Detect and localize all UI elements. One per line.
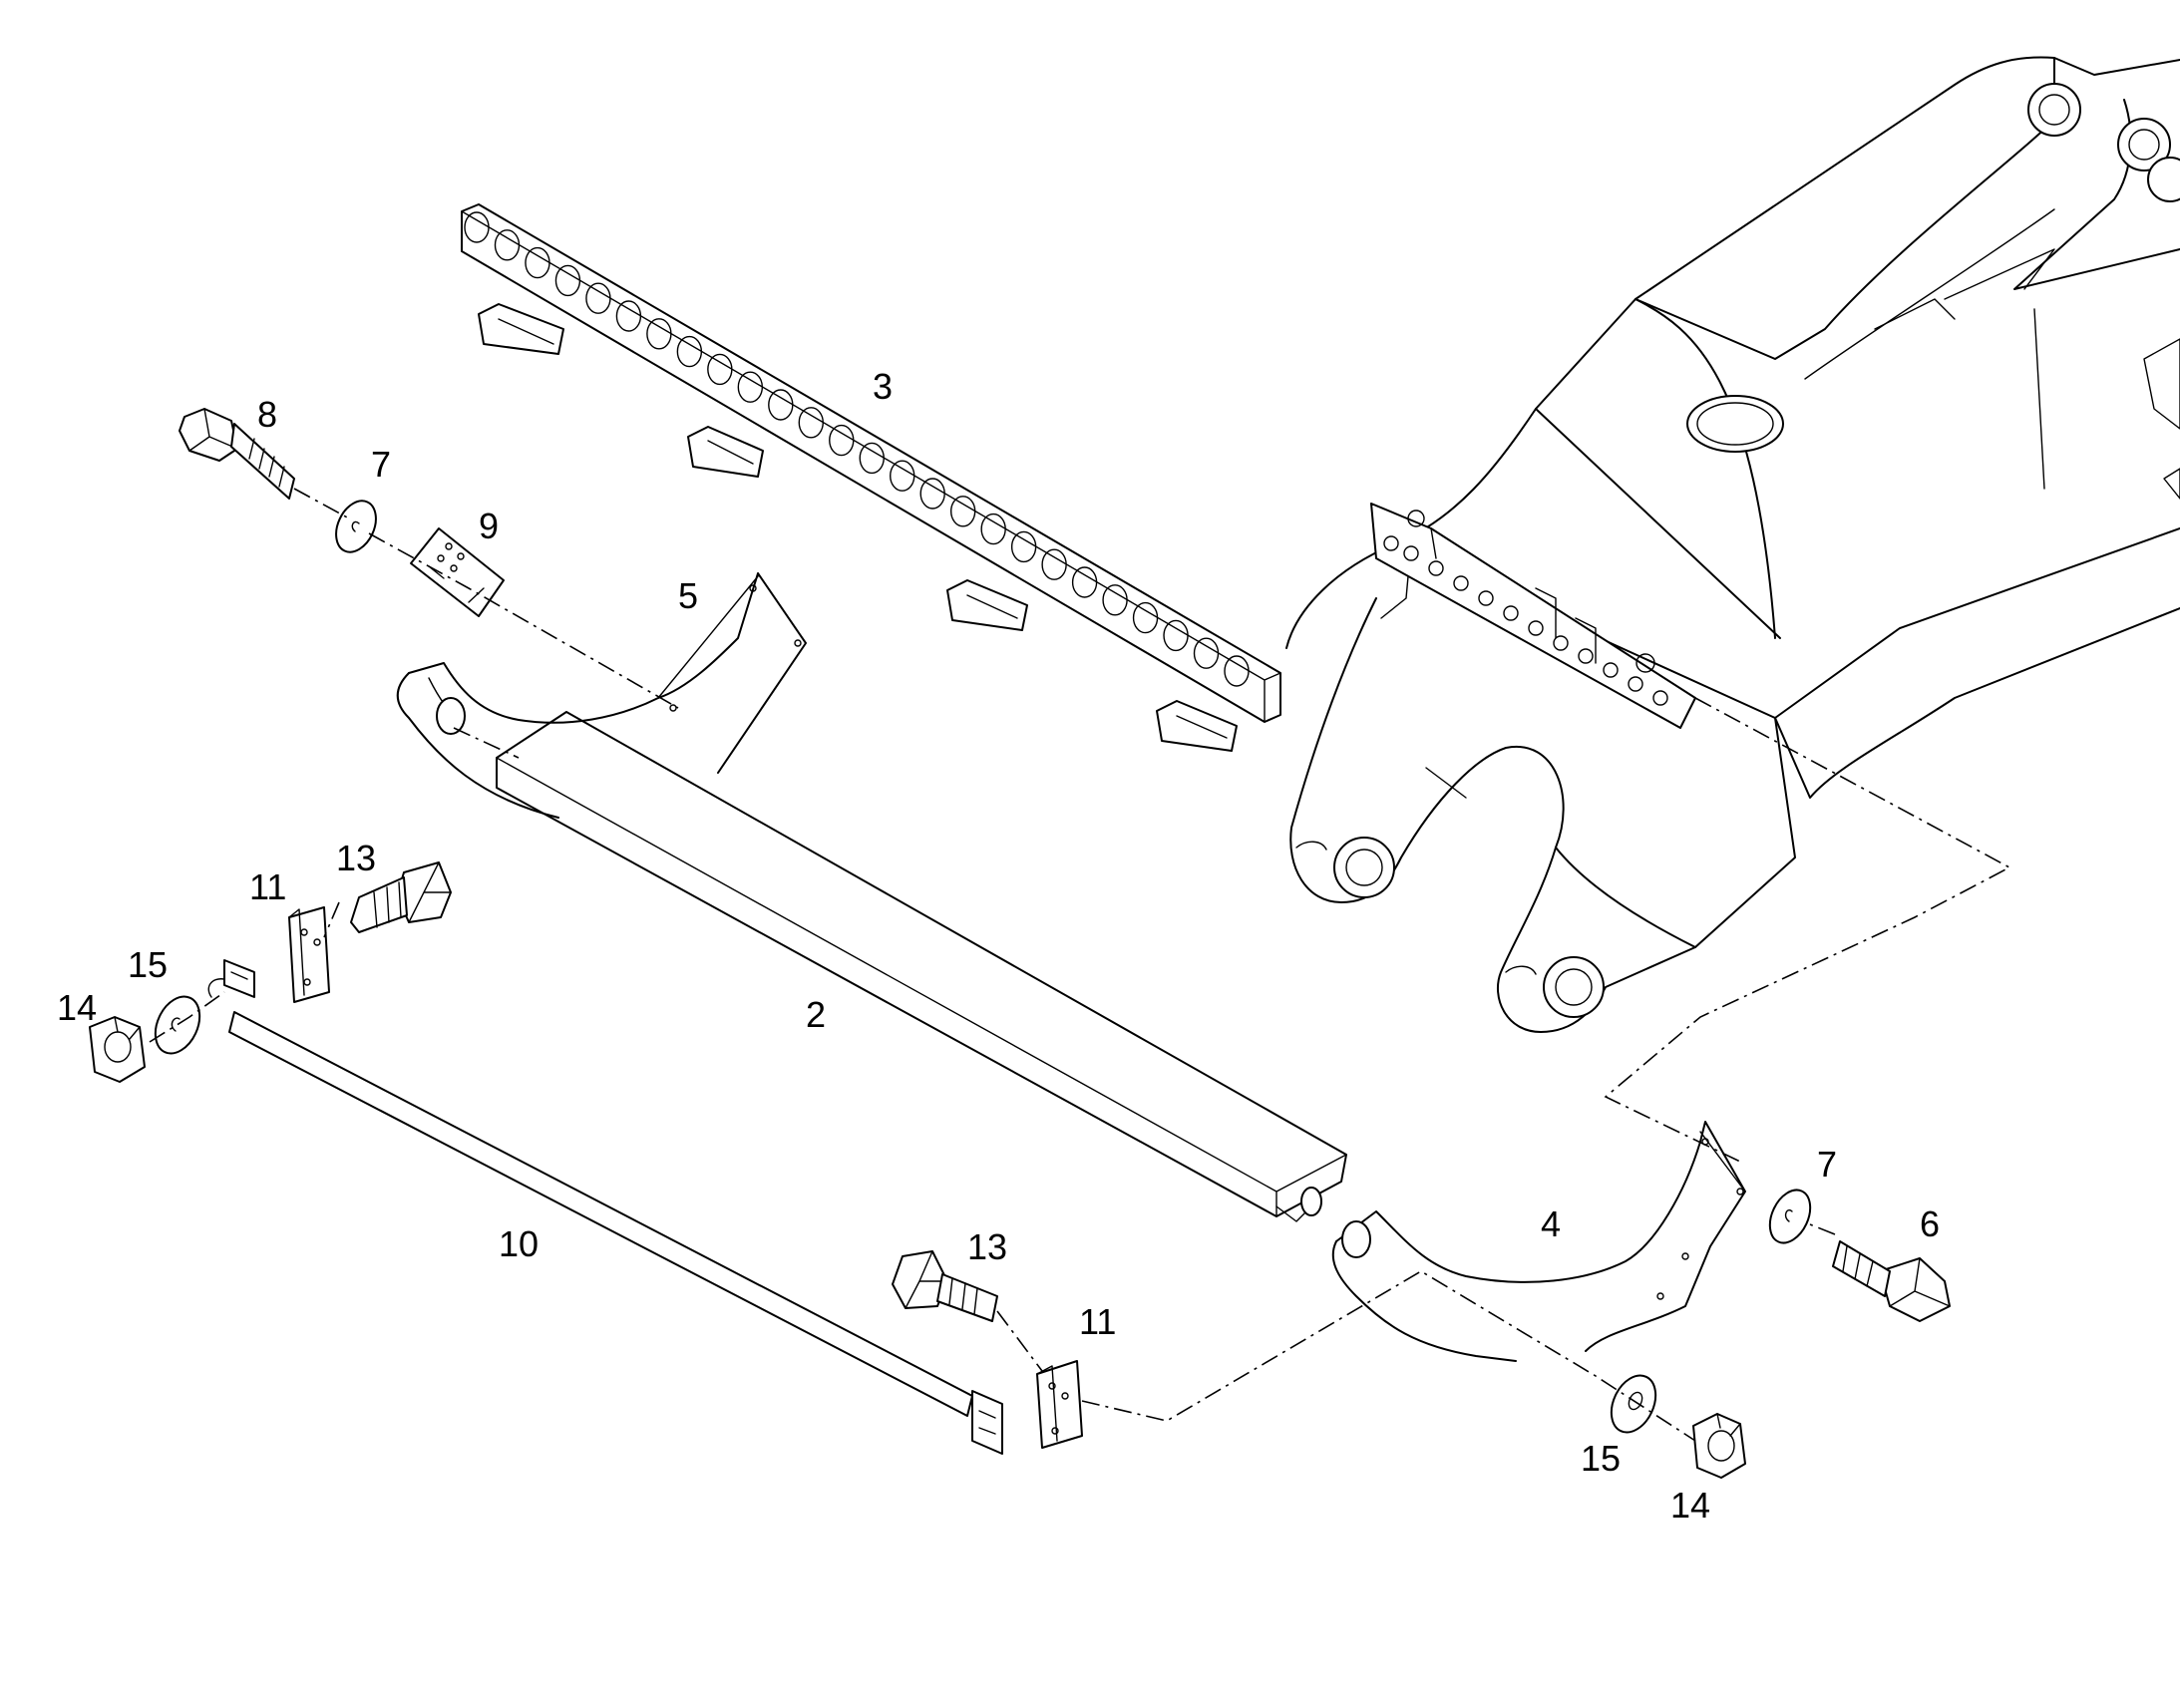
step-bar-lens: [980, 512, 1006, 545]
callout-14-right: 14: [1670, 1485, 1710, 1526]
step-bar-lens: [707, 353, 733, 386]
step-bar-lens: [737, 371, 764, 403]
callout-11-left: 11: [249, 866, 286, 907]
part-7-washer-right: [1768, 1189, 1812, 1244]
callout-15-left: 15: [128, 944, 168, 985]
step-bar-lens: [585, 282, 611, 314]
callout-13-lower: 13: [967, 1226, 1007, 1267]
callout-9: 9: [479, 506, 499, 546]
callout-8: 8: [257, 394, 277, 435]
boom-arm-assembly: [1285, 56, 2180, 1033]
part-13-bolt-lower: [892, 1250, 998, 1322]
callout-7-right: 7: [1817, 1144, 1837, 1185]
part-5-left-bracket: [396, 572, 807, 819]
callout-15-right: 15: [1581, 1438, 1621, 1479]
step-bar-lens: [525, 246, 550, 279]
step-bar-lens: [676, 335, 703, 368]
part-15-washer-left: [154, 995, 201, 1055]
step-bar-lens: [1010, 530, 1037, 563]
step-bar-lens: [890, 460, 915, 492]
step-bar-lens: [554, 264, 581, 297]
part-11-angle-bracket-left: [288, 906, 330, 1003]
callout-6: 6: [1920, 1203, 1940, 1244]
step-bar-lens: [1224, 655, 1250, 687]
part-7-washer-left: [335, 500, 377, 553]
part-14-nut-right: [1692, 1413, 1746, 1479]
step-bar-lens: [919, 478, 945, 510]
part-13-bolt-upper: [350, 861, 452, 933]
callout-labels: 2 3 4 5 6 7 7 8 9 10 11 11 13 13 14 14 1…: [57, 366, 1940, 1526]
part-11-angle-bracket-right: [1036, 1360, 1083, 1449]
step-bar-lens: [464, 211, 490, 243]
callout-11-right: 11: [1079, 1301, 1116, 1342]
part-10-rod: [207, 959, 1003, 1455]
callout-10: 10: [499, 1223, 539, 1264]
step-bar-lens: [615, 300, 642, 332]
callout-13-upper: 13: [336, 838, 376, 878]
callout-4: 4: [1541, 1203, 1561, 1244]
valve-block: [1370, 503, 1696, 729]
callout-5: 5: [678, 575, 698, 616]
step-bar-lens: [1102, 584, 1128, 616]
part-4-right-bracket: [1331, 1121, 1746, 1362]
step-bar-lens: [1193, 637, 1220, 669]
part-15-washer-right: [1610, 1374, 1657, 1434]
step-bar-lens: [494, 229, 521, 261]
step-bar-lens: [768, 389, 794, 421]
step-bar-lens: [1041, 548, 1067, 580]
part-2-channel: [496, 711, 1347, 1222]
callout-14-left: 14: [57, 987, 97, 1028]
part-3-step-bar: [461, 203, 1281, 752]
step-bar-lens: [829, 424, 855, 457]
part-6-bolt: [1832, 1240, 1951, 1322]
step-bar-lens: [949, 496, 976, 527]
step-bar-lens: [798, 407, 824, 439]
callout-7-left: 7: [371, 444, 391, 485]
step-bar-lens: [1163, 619, 1189, 652]
step-bar-lens: [859, 442, 885, 475]
part-8-bolt: [179, 408, 295, 500]
callout-2: 2: [806, 994, 826, 1035]
step-bar-lens: [646, 318, 672, 350]
step-bar-lens: [1132, 601, 1159, 634]
part-14-nut-left: [89, 1016, 146, 1083]
step-bar-lens: [1071, 566, 1098, 598]
assembly-center-lines: [149, 488, 2011, 1442]
callout-3: 3: [873, 366, 893, 407]
part-9-plate: [410, 527, 505, 617]
